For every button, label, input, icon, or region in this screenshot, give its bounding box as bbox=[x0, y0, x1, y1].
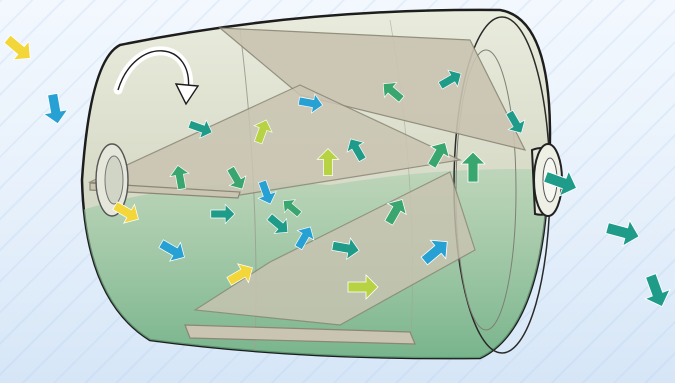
airflow-arrow-icon bbox=[41, 92, 70, 126]
airflow-arrow-icon bbox=[604, 215, 643, 249]
airflow-arrow-icon bbox=[638, 271, 674, 311]
airflow-arrow-icon bbox=[0, 30, 38, 68]
